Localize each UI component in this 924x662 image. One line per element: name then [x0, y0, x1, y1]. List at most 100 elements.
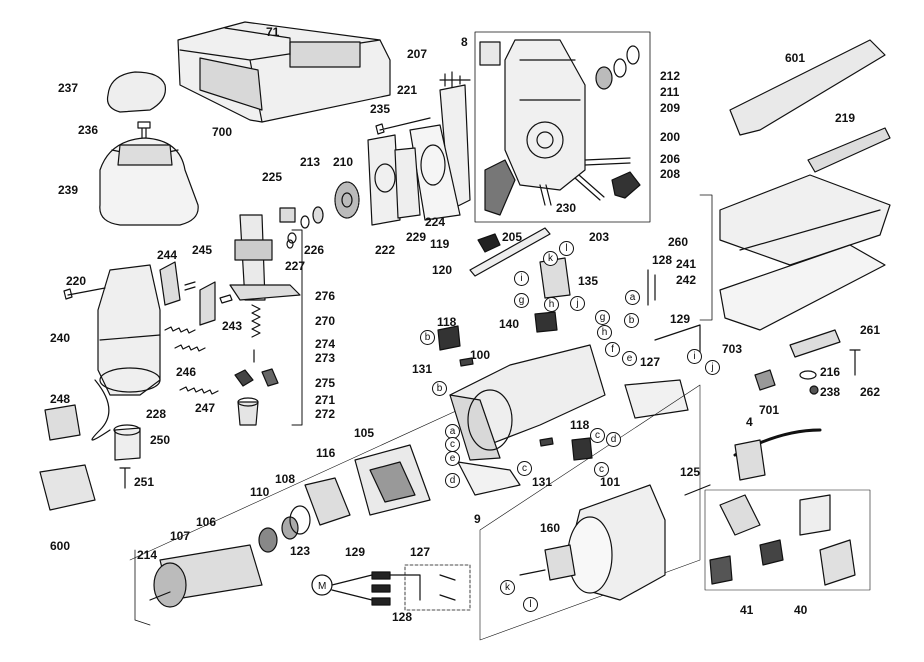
- motor-cover-101: [567, 484, 666, 601]
- tag-c-right: c: [590, 428, 605, 443]
- capacitor-127: [624, 379, 689, 419]
- callout-120: 120: [432, 263, 453, 277]
- wire-228: [91, 379, 111, 441]
- callout-212: 212: [660, 69, 681, 83]
- lever-208: [611, 171, 641, 199]
- tag-d-right: d: [606, 432, 621, 447]
- tag-e-upper: e: [622, 351, 637, 366]
- bearing-209: [595, 66, 613, 90]
- ring-123: [289, 505, 311, 535]
- wrench-219: [807, 127, 891, 173]
- callout-105: 105: [354, 426, 375, 440]
- callout-247: 247: [195, 401, 216, 415]
- callout-600: 600: [50, 539, 71, 553]
- callout-4: 4: [746, 415, 753, 429]
- callout-207: 207: [407, 47, 428, 61]
- dust-hood-drawing: [99, 137, 199, 226]
- callout-206: 206: [660, 152, 681, 166]
- carry-case-drawing: [177, 21, 391, 123]
- tag-e-stator: e: [445, 451, 460, 466]
- callout-262: 262: [860, 385, 881, 399]
- callout-128-lower: 128: [392, 610, 413, 624]
- callout-127-upper: 127: [640, 355, 661, 369]
- callout-227: 227: [285, 259, 306, 273]
- callout-248: 248: [50, 392, 71, 406]
- callout-272: 272: [315, 407, 336, 421]
- callout-224: 224: [425, 215, 446, 229]
- washer-212: [626, 45, 640, 65]
- callout-106: 106: [196, 515, 217, 529]
- callout-237: 237: [58, 81, 79, 95]
- callout-118-right: 118: [570, 418, 590, 432]
- callout-601: 601: [785, 51, 806, 65]
- tag-g-mid: g: [595, 310, 610, 325]
- tag-k-brush: k: [500, 580, 515, 595]
- svg-text:M: M: [318, 581, 326, 592]
- callout-119: 119: [430, 237, 450, 251]
- callout-107: 107: [170, 529, 191, 543]
- tag-i-switch: i: [514, 271, 529, 286]
- callout-135: 135: [578, 274, 599, 288]
- callout-127-lower: 127: [410, 545, 431, 559]
- clip-248: [44, 404, 81, 441]
- screw-125: [684, 484, 711, 496]
- callout-221: 221: [397, 83, 418, 97]
- callout-140: 140: [499, 317, 520, 331]
- callout-118-left: 118: [437, 315, 457, 329]
- callout-208: 208: [660, 167, 681, 181]
- callout-275: 275: [315, 376, 336, 390]
- ring-211: [613, 58, 627, 78]
- tag-b-left2: b: [432, 381, 447, 396]
- callout-245: 245: [192, 243, 213, 257]
- callout-242: 242: [676, 273, 697, 287]
- bush-225: [279, 207, 296, 223]
- rail-120: [469, 227, 551, 277]
- callout-125: 125: [680, 465, 701, 479]
- base-plate: [719, 174, 891, 331]
- tag-c-131: c: [517, 461, 532, 476]
- callout-238: 238: [820, 385, 841, 399]
- callout-100: 100: [470, 348, 491, 362]
- callout-200: 200: [660, 130, 681, 144]
- tag-b-upper: b: [624, 313, 639, 328]
- callout-261: 261: [860, 323, 881, 337]
- callout-222: 222: [375, 243, 396, 257]
- callout-116: 116: [316, 446, 336, 460]
- callout-213: 213: [300, 155, 321, 169]
- film-9: [457, 461, 521, 496]
- brush-160: [544, 544, 576, 581]
- callout-271: 271: [315, 393, 336, 407]
- rod-203: [574, 174, 605, 201]
- plate-224: [409, 124, 461, 221]
- callout-701: 701: [759, 403, 780, 417]
- switch-140: [534, 311, 558, 333]
- callout-214: 214: [137, 548, 158, 562]
- callout-211: 211: [660, 85, 680, 99]
- clip-701: [754, 369, 776, 391]
- tag-l-switch: l: [559, 241, 574, 256]
- callout-205: 205: [502, 230, 523, 244]
- callout-203: 203: [589, 230, 610, 244]
- callout-220: 220: [66, 274, 87, 288]
- tag-j-upper: j: [705, 360, 720, 375]
- callout-129-upper: 129: [670, 312, 691, 326]
- guard-600: [39, 464, 96, 511]
- gear-housing-drawing: [474, 31, 651, 223]
- fan-116: [304, 477, 351, 526]
- clamp-261: [789, 329, 841, 358]
- screw-251: [119, 467, 131, 489]
- gear-210: [334, 181, 360, 219]
- tag-h-mid: h: [597, 325, 612, 340]
- plate-229: [394, 147, 421, 219]
- plunger-assembly: [229, 214, 301, 301]
- cap-drawing: [106, 71, 167, 113]
- plate-8: [479, 41, 501, 66]
- callout-225: 225: [262, 170, 283, 184]
- callout-8: 8: [461, 35, 468, 49]
- wiring-schematic: M: [311, 564, 471, 611]
- tag-c-lower: c: [594, 462, 609, 477]
- callout-160: 160: [540, 521, 561, 535]
- tag-i-upper: i: [687, 349, 702, 364]
- stator-105: [354, 444, 431, 516]
